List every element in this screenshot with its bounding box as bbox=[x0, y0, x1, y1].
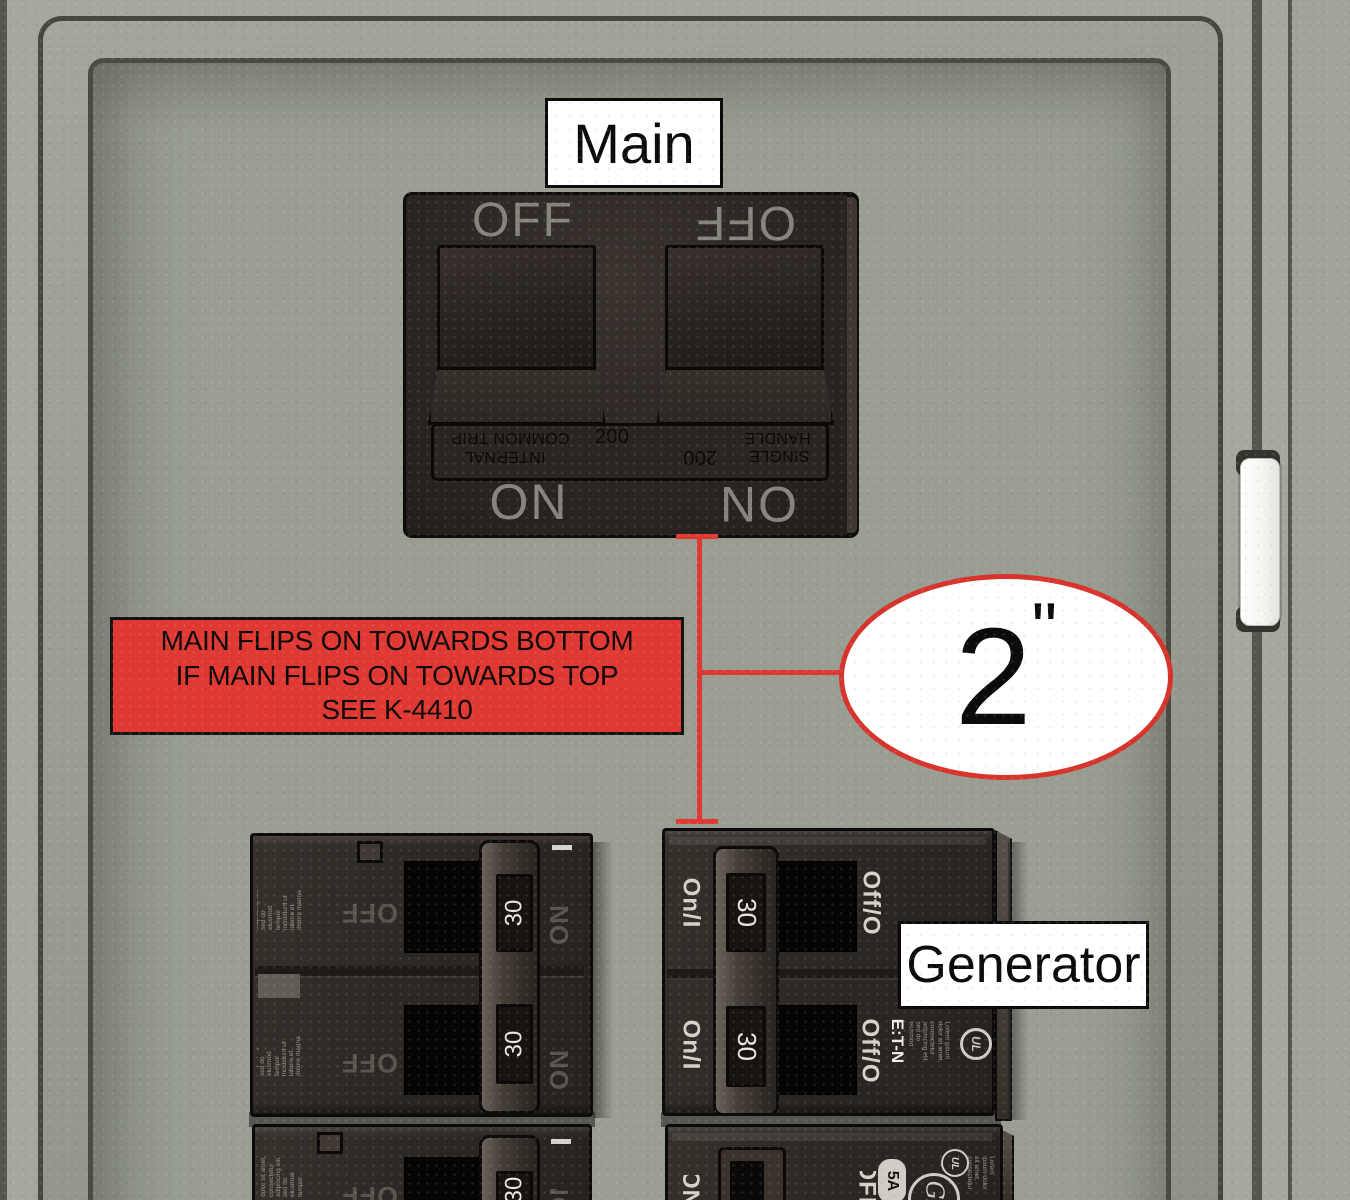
door-edge-band bbox=[1292, 0, 1350, 1200]
interlock-on-label-lower: ON bbox=[539, 1189, 579, 1200]
left-breaker-shadow bbox=[593, 842, 613, 1118]
generator-on-label-2: On/I bbox=[677, 1019, 705, 1071]
breaker-mount-notch bbox=[317, 1132, 343, 1154]
breaker-fineprint: Lorem ipsum dolor sit amet, consectetur … bbox=[257, 889, 301, 930]
main-breaker-rating-band bbox=[431, 423, 829, 481]
breaker-fineprint: Lorem ipsum dolor sit amet, consectetur … bbox=[908, 1021, 951, 1063]
main-callout-label: Main bbox=[545, 98, 723, 188]
dimension-bubble: 2 " bbox=[839, 574, 1173, 780]
main-breaker-on-bottom-left-label: ON bbox=[489, 474, 569, 530]
main-breaker-paddle-right-face[interactable] bbox=[656, 367, 834, 425]
main-breaker: OFF OFF COMMON TRIP INTERNAL 200 200 HAN… bbox=[403, 192, 859, 538]
interlock-on-label-2: ON bbox=[543, 1048, 574, 1090]
door-edge-line bbox=[1288, 0, 1292, 1200]
main-breaker-off-top-right-label: OFF bbox=[694, 195, 796, 249]
breaker-mold-dash bbox=[551, 1139, 571, 1144]
ge-amp-badge: 5A bbox=[878, 1159, 906, 1200]
breaker-divider-block bbox=[258, 974, 300, 998]
ge-breaker-group-lower: ON OFF 5A GE UL Lorem ipsum dolor sit am… bbox=[665, 1124, 1003, 1200]
main-breaker-internal-label: INTERNAL bbox=[464, 448, 546, 465]
main-breaker-single-label: SINGLE bbox=[748, 447, 810, 464]
dimension-value: 2 bbox=[954, 600, 1032, 754]
breaker-pole-divider bbox=[667, 969, 986, 980]
door-handle[interactable] bbox=[1240, 458, 1280, 626]
ge-off-label: OFF bbox=[853, 1171, 880, 1200]
breaker-fineprint: Lorem ipsum dolor sit amet, consectetur … bbox=[259, 1156, 303, 1197]
main-breaker-handle-label: HANDLE bbox=[743, 429, 811, 446]
main-breaker-paddle-right[interactable] bbox=[665, 245, 824, 373]
ul-listed-logo: UL bbox=[960, 1028, 992, 1060]
interlock-on-label-1: ON bbox=[543, 903, 574, 945]
breaker-top-highlight bbox=[669, 837, 985, 845]
generator-off-label-1: Off/O bbox=[857, 870, 884, 936]
breaker-fineprint: Lorem ipsum dolor sit amet, consectetur … bbox=[257, 1035, 301, 1076]
breaker-fineprint: Lorem ipsum dolor sit amet, consectetur … bbox=[966, 1156, 995, 1190]
eaton-brand-logo: E:T-N bbox=[888, 1018, 908, 1064]
dimension-tick-bottom bbox=[676, 819, 718, 824]
breaker-window bbox=[404, 1005, 487, 1095]
dimension-line-vertical bbox=[697, 536, 702, 824]
main-breaker-paddle-left-face[interactable] bbox=[428, 367, 606, 425]
main-breaker-common-trip-label: COMMON TRIP bbox=[450, 429, 570, 446]
interlock-off-label-1: OFF bbox=[340, 897, 398, 928]
warning-line-1: MAIN FLIPS ON TOWARDS BOTTOM bbox=[160, 624, 634, 656]
ul-listed-logo: UL bbox=[941, 1149, 969, 1177]
breaker-mount-notch bbox=[357, 841, 383, 863]
interlock-off-label-lower: OFF bbox=[340, 1185, 398, 1200]
main-breaker-side-edge bbox=[847, 195, 859, 535]
generator-amp-window-1[interactable]: 30 bbox=[726, 873, 766, 952]
interlock-amp-window-lower[interactable]: 30 bbox=[496, 1171, 533, 1200]
ge-toggle-window bbox=[730, 1161, 764, 1200]
dimension-line-horizontal bbox=[699, 670, 840, 675]
interlock-breaker-group: Lorem ipsum dolor sit amet, consectetur … bbox=[250, 833, 593, 1117]
generator-callout-label: Generator bbox=[898, 921, 1149, 1009]
warning-line-3: SEE K-4410 bbox=[321, 694, 473, 726]
generator-amp-window-2[interactable]: 30 bbox=[726, 1006, 766, 1087]
warning-note: MAIN FLIPS ON TOWARDS BOTTOM IF MAIN FLI… bbox=[110, 617, 684, 735]
generator-on-label-1: On/I bbox=[677, 877, 705, 929]
main-breaker-amp-rating-center: 200 bbox=[594, 425, 630, 448]
ge-on-label: ON bbox=[677, 1175, 704, 1200]
main-breaker-off-top-left-label: OFF bbox=[472, 193, 574, 247]
main-breaker-amp-rating-right: 200 bbox=[682, 445, 718, 468]
warning-line-2: IF MAIN FLIPS ON TOWARDS TOP bbox=[175, 659, 619, 691]
panel-left-edge bbox=[0, 0, 7, 1200]
generator-off-label-2: Off/O bbox=[856, 1018, 883, 1084]
breaker-window bbox=[768, 861, 857, 952]
interlock-breaker-group-lower: Lorem ipsum dolor sit amet, consectetur … bbox=[252, 1124, 592, 1200]
breaker-window bbox=[404, 1157, 487, 1200]
interlock-amp-window-2[interactable]: 30 bbox=[496, 1004, 533, 1084]
interlock-off-label-2: OFF bbox=[340, 1047, 398, 1078]
breaker-mold-dash bbox=[552, 845, 572, 850]
dimension-unit: " bbox=[1031, 589, 1058, 669]
breaker-top-highlight bbox=[672, 1133, 992, 1141]
main-breaker-on-bottom-right-label: ON bbox=[717, 476, 797, 532]
main-breaker-paddle-left[interactable] bbox=[437, 245, 596, 373]
breaker-window bbox=[404, 861, 487, 953]
breaker-window bbox=[768, 1005, 857, 1095]
interlock-amp-window-1[interactable]: 30 bbox=[496, 874, 533, 952]
ge-brand-logo: GE bbox=[908, 1173, 960, 1200]
